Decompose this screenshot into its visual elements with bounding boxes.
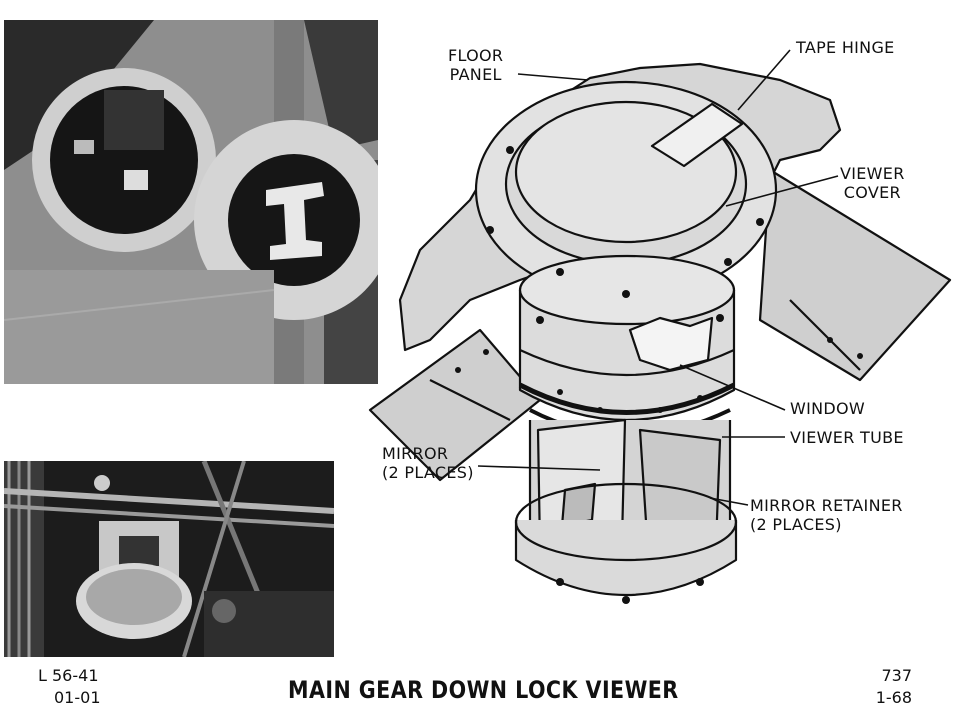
mirror-retainer-leader: [709, 497, 749, 506]
mirror-label: MIRROR (2 PLACES): [382, 444, 474, 482]
page-date: 1-68: [875, 688, 912, 707]
floor-panel-leader: [517, 73, 589, 81]
ref-code: L 56-41: [38, 666, 99, 685]
window-leader: [679, 364, 786, 411]
tape-hinge-leader: [737, 49, 791, 111]
page-title: MAIN GEAR DOWN LOCK VIEWER: [288, 676, 679, 704]
ref-date: 01-01: [54, 688, 101, 707]
viewer-cover-label-line1: VIEWER: [840, 164, 905, 183]
window-shape: [628, 316, 714, 372]
floor-panel-label-line1: FLOOR: [448, 46, 504, 65]
right-bracket: [758, 168, 952, 382]
floor-panel-label: FLOOR PANEL: [448, 46, 503, 84]
mirror-retainer-label-line2: (2 PLACES): [750, 515, 842, 534]
mirror-label-line1: MIRROR: [382, 444, 449, 463]
tape-hinge-shape: [650, 102, 744, 168]
floor-viewer-photo: [4, 20, 378, 384]
under-floor-viewer-photo: [4, 461, 334, 657]
viewer-tube-label: VIEWER TUBE: [790, 428, 904, 447]
page-number: 737: [881, 666, 912, 685]
viewer-cover-label: VIEWER COVER: [840, 164, 905, 202]
viewer-cover-label-line2: COVER: [843, 183, 901, 202]
tape-hinge-label: TAPE HINGE: [796, 38, 895, 57]
mirror-retainer-label: MIRROR RETAINER (2 PLACES): [750, 496, 903, 534]
mirror-retainer-label-line1: MIRROR RETAINER: [750, 496, 903, 515]
mirror-leader: [477, 465, 601, 471]
mirror-label-line2: (2 PLACES): [382, 463, 474, 482]
window-label: WINDOW: [790, 399, 866, 418]
floor-panel-label-line2: PANEL: [449, 65, 502, 84]
viewer-cover-leader: [725, 175, 839, 207]
